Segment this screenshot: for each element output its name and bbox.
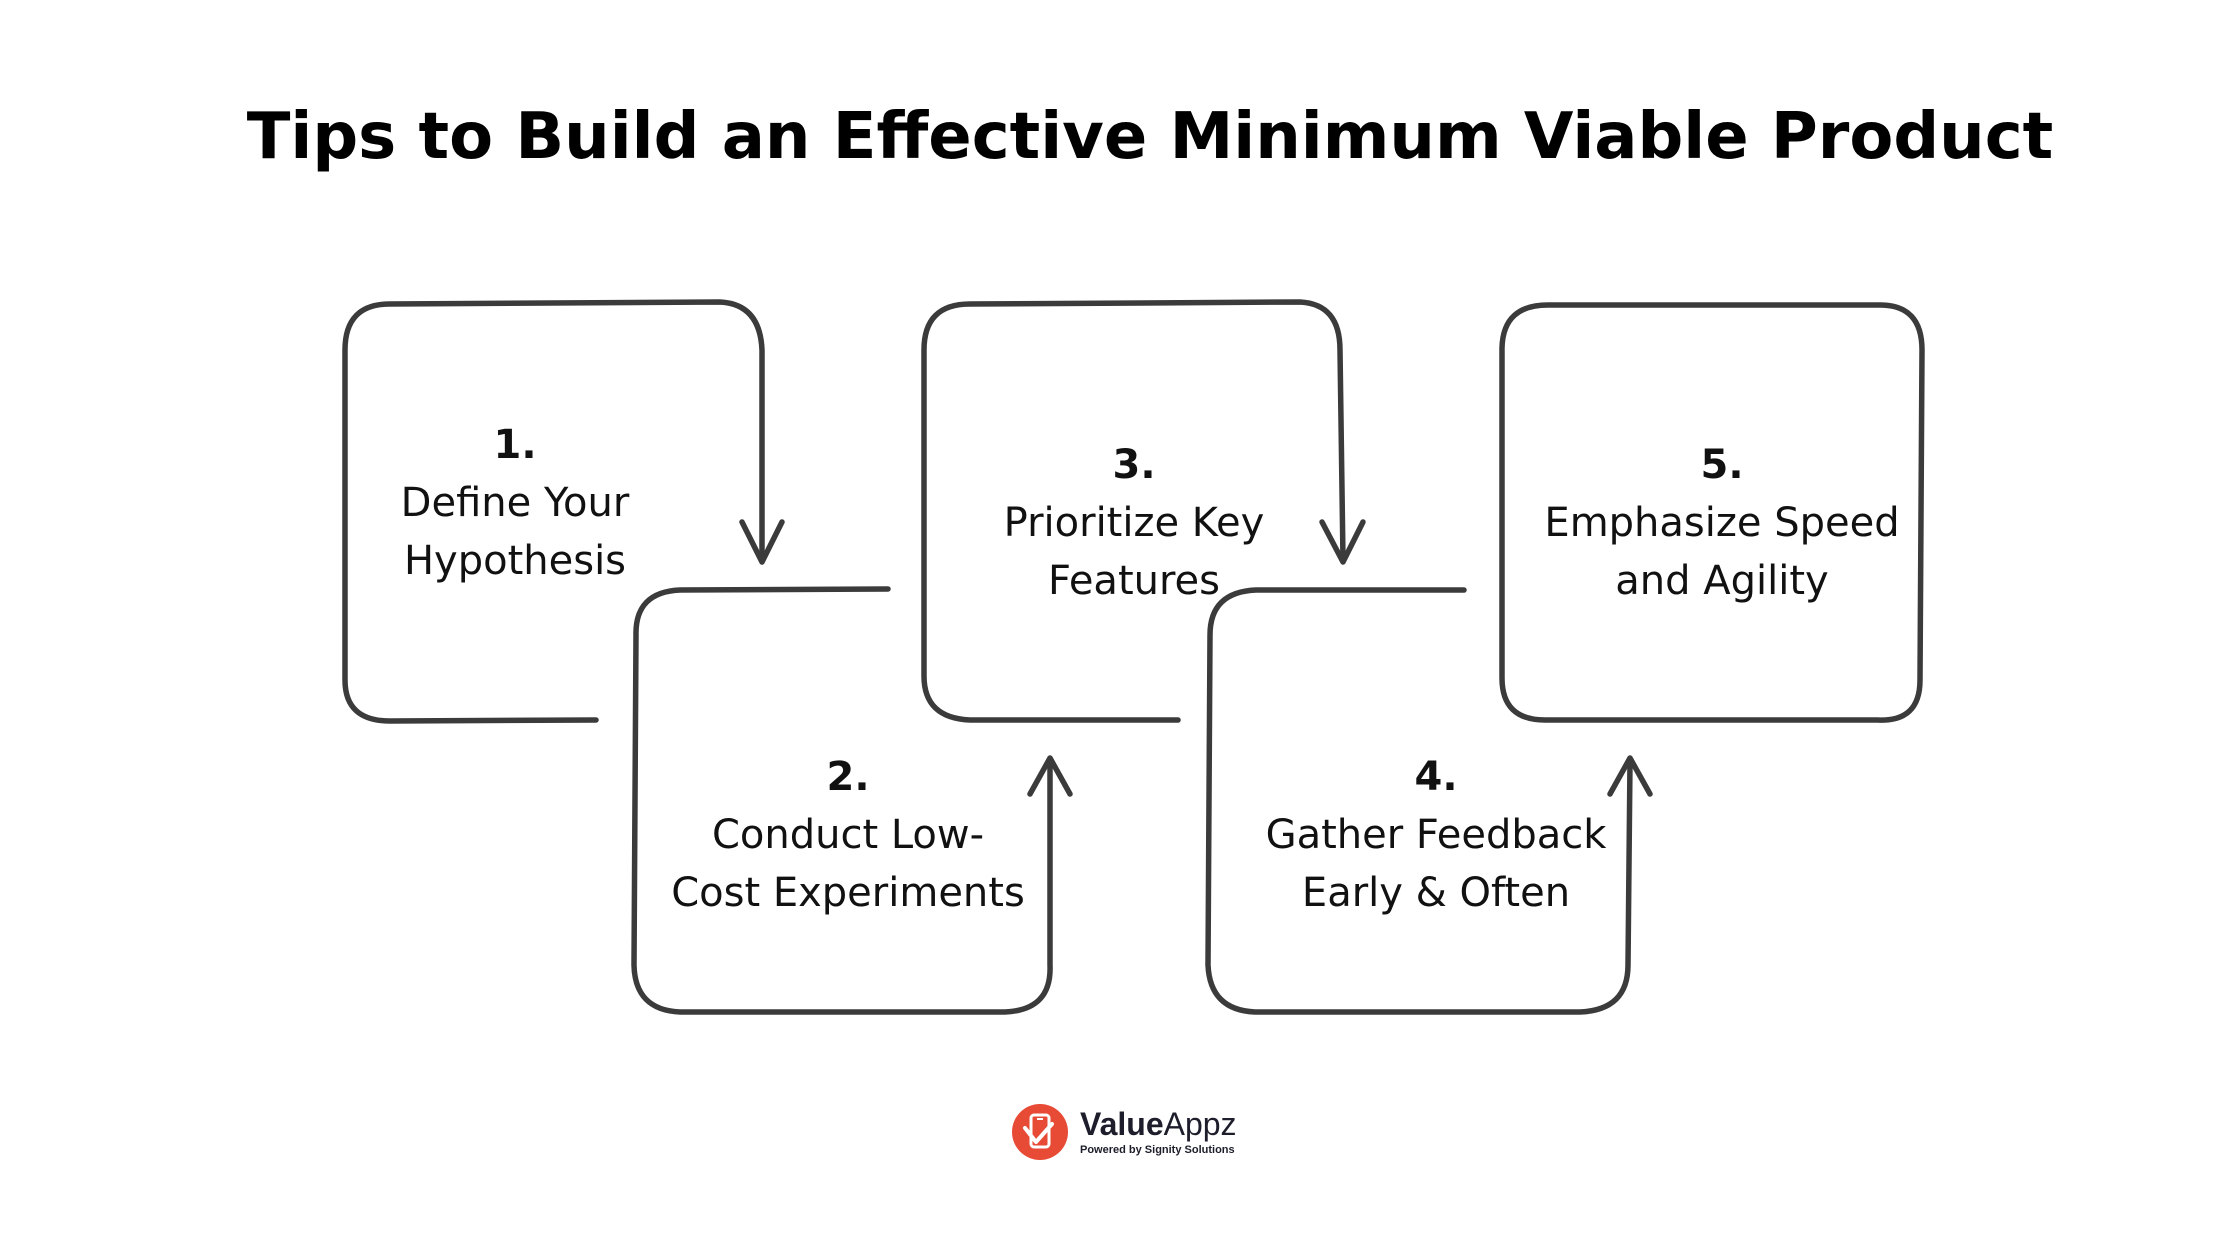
step-3-number: 3. [1112,442,1156,488]
step-2: 2. Conduct Low- Cost Experiments [638,748,1058,922]
step-5-label: Emphasize Speed and Agility [1544,500,1900,604]
step-2-box [631,586,1053,1015]
step-3-box [921,299,1346,723]
step-5-box [1499,302,1925,723]
step-4-arrow-icon [1607,755,1653,797]
diagram-title: Tips to Build an Effective Minimum Viabl… [246,100,2054,174]
step-2-label: Conduct Low- Cost Experiments [671,812,1025,916]
step-1-label: Define Your Hypothesis [400,480,630,584]
step-4-number: 4. [1414,754,1458,800]
step-1: 1. Define Your Hypothesis [305,416,725,590]
brand-name-light: Appz [1163,1106,1237,1142]
step-5-number: 5. [1700,442,1744,488]
step-3-arrow-icon [1319,519,1366,565]
step-1-number: 1. [493,422,537,468]
phone-check-icon [1012,1104,1068,1160]
step-4-box [1205,587,1633,1015]
step-2-arrow-icon [1027,755,1073,797]
brand-name: ValueAppz [1080,1106,1237,1142]
brand-tagline: Powered by Signity Solutions [1080,1144,1235,1156]
step-1-box [342,299,765,724]
step-2-number: 2. [826,754,870,800]
step-4: 4. Gather Feedback Early & Often [1226,748,1646,922]
step-3: 3. Prioritize Key Features [924,436,1344,610]
step-4-label: Gather Feedback Early & Often [1265,812,1607,916]
brand-logo: ValueAppz Powered by Signity Solutions [1012,1104,1252,1168]
brand-name-bold: Value [1080,1106,1164,1142]
step-5: 5. Emphasize Speed and Agility [1512,436,1932,610]
step-3-label: Prioritize Key Features [1003,500,1265,604]
step-1-arrow-icon [739,519,785,565]
